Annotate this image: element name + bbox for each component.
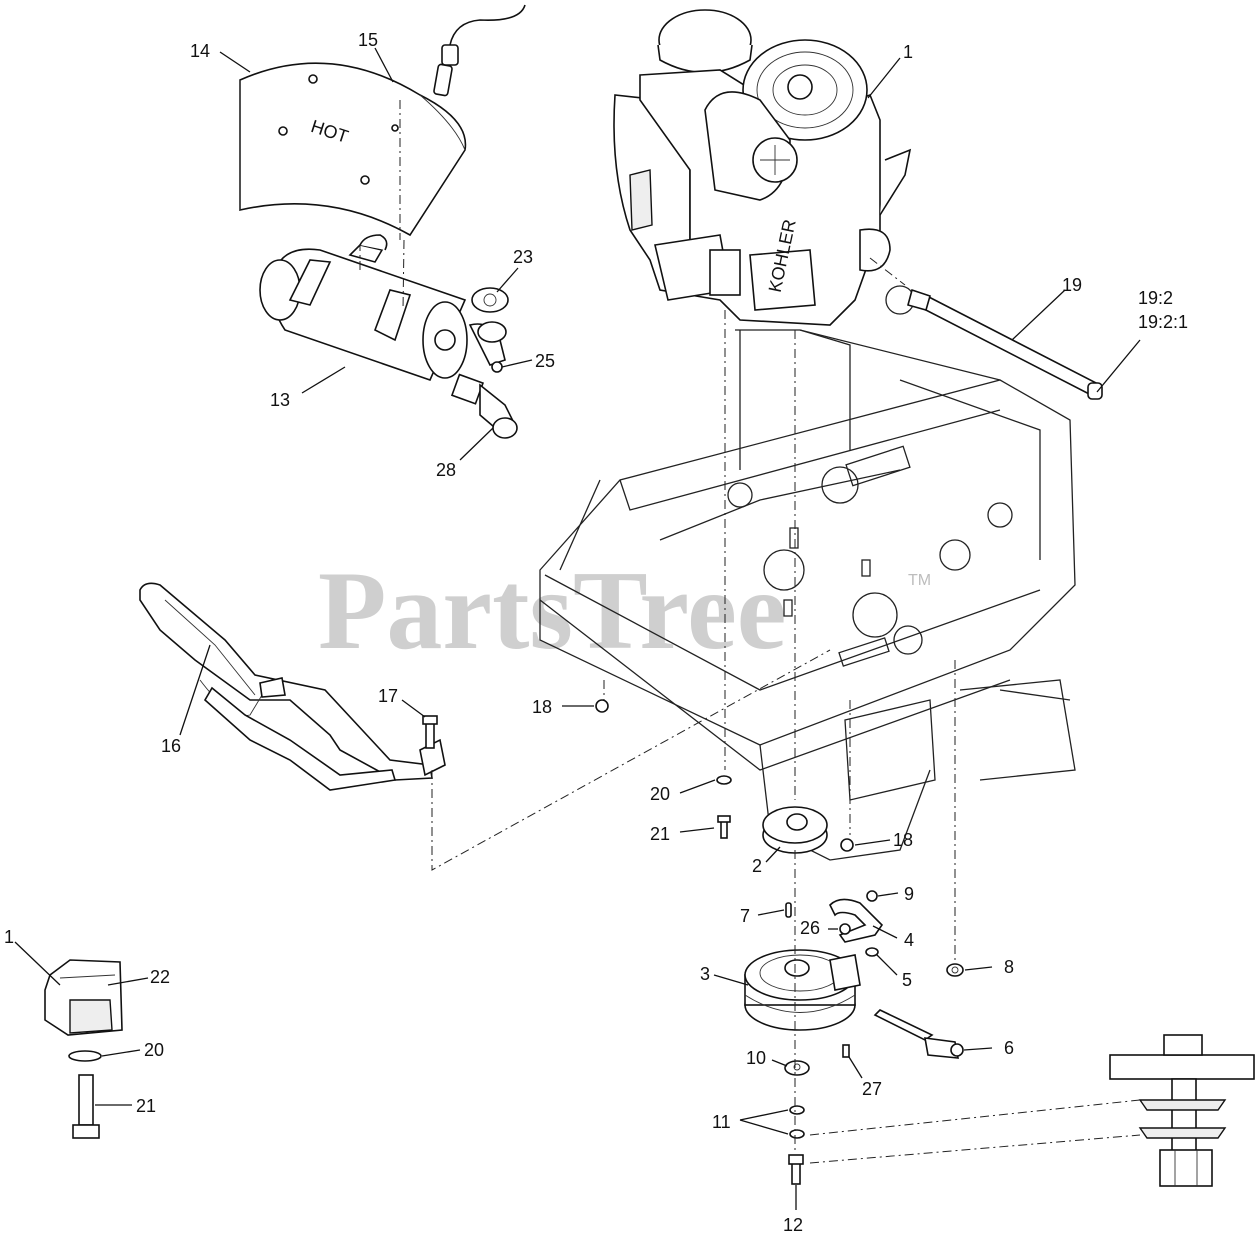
callout-19: 19 <box>1062 275 1082 295</box>
callout-28: 28 <box>436 460 456 480</box>
callout-5: 5 <box>902 970 912 990</box>
handle-bar <box>139 582 446 791</box>
callout-numbers: 1 1 2 3 4 5 6 7 8 9 10 11 12 13 14 15 16… <box>4 30 1188 1235</box>
callout-1-detail: 1 <box>4 927 14 947</box>
engine-assembly: KOHLER <box>613 9 912 326</box>
callout-11: 11 <box>712 1112 731 1132</box>
callout-8: 8 <box>1004 957 1014 977</box>
engine-mount-detail <box>44 959 123 1139</box>
bolt-12 <box>788 1154 804 1185</box>
oxygen-sensor <box>433 4 526 97</box>
center-lines <box>359 100 1141 1164</box>
callout-16: 16 <box>161 736 181 756</box>
washer-10 <box>784 1060 810 1076</box>
pto-clutch <box>744 949 861 1031</box>
callout-9: 9 <box>904 884 914 904</box>
callout-14: 14 <box>190 41 210 61</box>
leader-lines <box>14 47 1141 1210</box>
exhaust-pipe <box>907 288 1103 400</box>
callout-2: 2 <box>752 856 762 876</box>
callout-19-2-1: 19:2:1 <box>1138 312 1188 332</box>
callout-3: 3 <box>700 964 710 984</box>
nut-18-lower <box>840 838 854 852</box>
heat-shield: HOT <box>239 62 467 237</box>
callout-18-upper: 18 <box>532 697 552 717</box>
callout-4: 4 <box>904 930 914 950</box>
key-pin <box>785 902 792 918</box>
washer-top <box>716 775 732 785</box>
callout-15: 15 <box>358 30 378 50</box>
nut <box>491 361 503 373</box>
callout-21: 21 <box>650 824 670 844</box>
callout-10: 10 <box>746 1048 766 1068</box>
callout-20: 20 <box>650 784 670 804</box>
gasket <box>471 287 509 313</box>
small-hardware <box>839 890 879 957</box>
callout-20-detail: 20 <box>144 1040 164 1060</box>
nut-18-upper <box>595 699 609 713</box>
bolt-27 <box>842 1044 850 1058</box>
callout-1: 1 <box>903 42 913 62</box>
watermark-trademark: TM <box>908 572 931 589</box>
callout-27: 27 <box>862 1079 882 1099</box>
callout-26: 26 <box>800 918 820 938</box>
mower-frame <box>539 285 1076 861</box>
pulley <box>762 806 828 854</box>
watermark: PartsTree TM <box>318 549 931 673</box>
washer-stack-detail <box>1109 1034 1255 1187</box>
clutch-bracket <box>829 898 884 943</box>
callout-13: 13 <box>270 390 290 410</box>
callout-21-detail: 21 <box>136 1096 156 1116</box>
watermark-text: PartsTree <box>318 549 787 673</box>
callout-7: 7 <box>740 906 750 926</box>
bolt <box>422 715 438 749</box>
nut-8 <box>946 963 964 977</box>
callout-6: 6 <box>1004 1038 1014 1058</box>
callout-18-lower: 18 <box>893 830 913 850</box>
callout-17: 17 <box>378 686 398 706</box>
callout-19-2: 19:2 <box>1138 288 1173 308</box>
callout-25: 25 <box>535 351 555 371</box>
muffler <box>259 234 518 439</box>
bolt-short <box>717 815 731 839</box>
washers-11 <box>789 1105 805 1139</box>
callout-22: 22 <box>150 967 170 987</box>
callout-12: 12 <box>783 1215 803 1235</box>
clutch-rod <box>873 1009 964 1059</box>
callout-23: 23 <box>513 247 533 267</box>
